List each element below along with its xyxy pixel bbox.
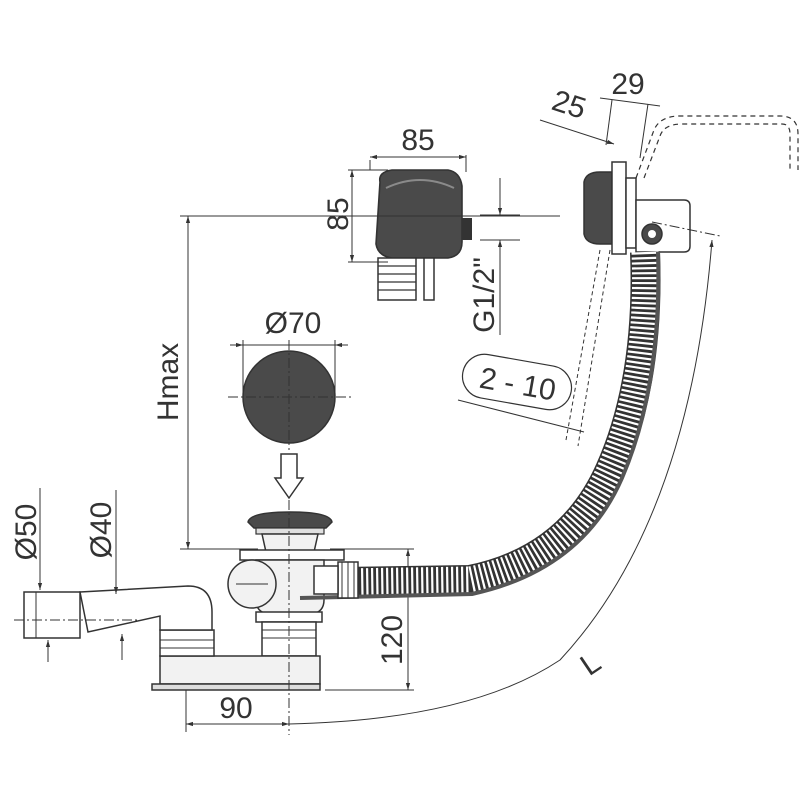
dim-pipe-outer: Ø50 <box>10 504 43 561</box>
dim-pipe-inner: Ø40 <box>85 502 118 559</box>
dim-max-height: Hmax <box>152 343 185 421</box>
wall-range-badge <box>461 353 573 411</box>
outlet-pipe <box>14 585 213 639</box>
dim-trap-offset: 90 <box>219 692 252 725</box>
overflow-side-view <box>583 115 799 255</box>
dim-overflow-width: 85 <box>401 124 434 157</box>
flexible-hose <box>299 251 661 600</box>
dim-flange-total: 29 <box>611 68 644 101</box>
dim-trap-height: 120 <box>376 615 409 665</box>
arrow-down-icon <box>273 453 305 500</box>
dim-overflow-height: 85 <box>322 197 355 230</box>
dim-flange-depth: 25 <box>548 84 590 126</box>
dim-cap-diameter: Ø70 <box>265 307 322 340</box>
dim-overflow-thread: G1/2" <box>468 257 501 333</box>
overflow-thread-connector <box>377 257 417 301</box>
overflow-cap-front <box>375 169 472 301</box>
dim-hose-length: L <box>575 646 607 683</box>
